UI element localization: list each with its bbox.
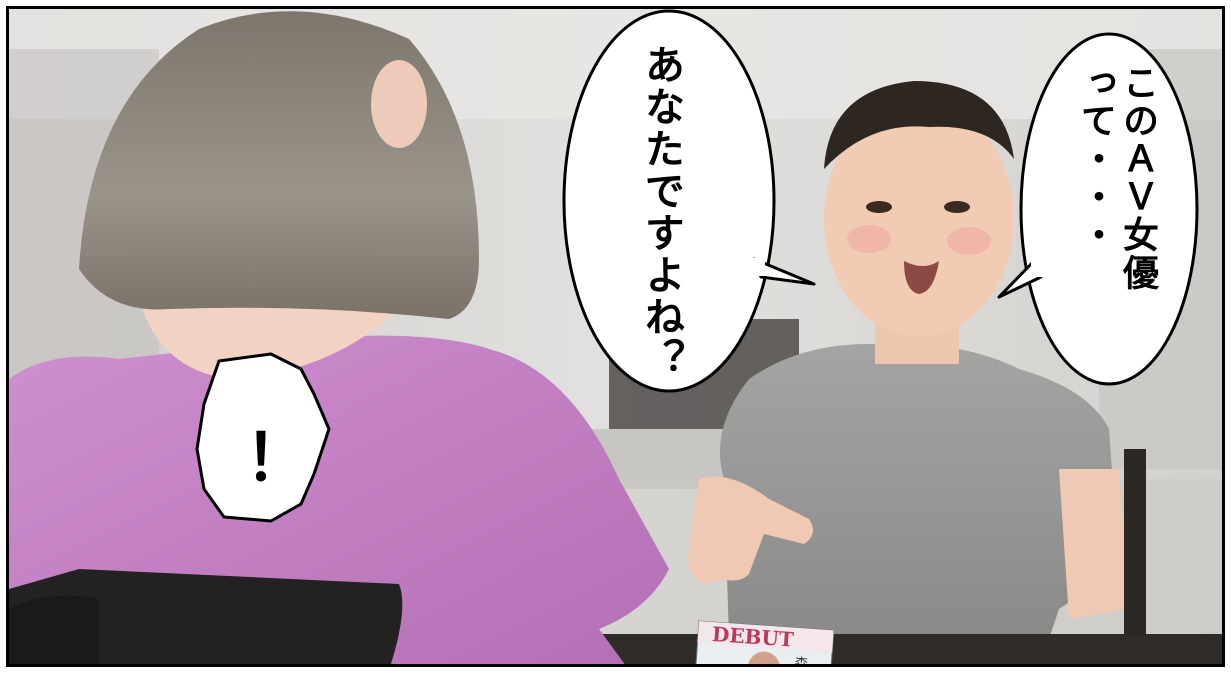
speech-bubble-right <box>997 32 1199 386</box>
surprise-text: ！ <box>245 422 309 496</box>
boy-figure <box>688 81 1146 649</box>
speech-bubble-left <box>562 9 816 393</box>
magazine: DEBUT 森 <box>694 620 835 667</box>
speech-text-right-line2: って・・・ <box>1075 64 1116 254</box>
comic-panel: DEBUT 森 あなたですよね？ このＡＶ女優 って・・・ <box>6 6 1225 667</box>
speech-text-right-line1: このＡＶ女優 <box>1117 64 1158 292</box>
magazine-title: DEBUT <box>711 622 794 652</box>
surprise-burst <box>195 352 331 523</box>
magazine-subtitle: 森 <box>794 656 809 667</box>
scene-illustration: DEBUT 森 <box>9 9 1222 667</box>
speech-text-left: あなたですよね？ <box>638 44 684 380</box>
table <box>569 634 1222 664</box>
woman-figure <box>9 11 669 664</box>
